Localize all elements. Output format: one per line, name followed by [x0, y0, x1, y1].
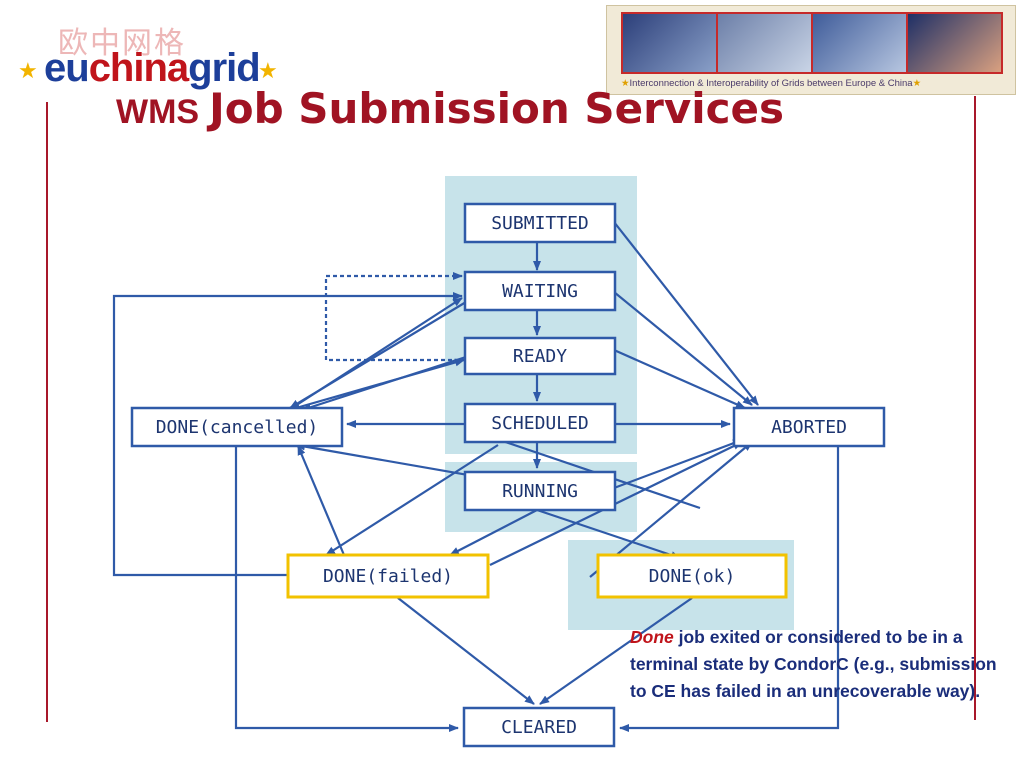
svg-text:CLEARED: CLEARED: [501, 717, 577, 738]
state-done-ok: DONE(ok): [596, 553, 788, 599]
note-term: Done: [630, 627, 674, 647]
svg-text:WAITING: WAITING: [502, 281, 578, 302]
state-running: RUNNING: [463, 470, 617, 512]
svg-text:DONE(ok): DONE(ok): [649, 566, 736, 587]
banner-photo: [813, 14, 908, 72]
done-state-note: Done job exited or considered to be in a…: [630, 624, 1002, 705]
star-icon: ★: [258, 58, 278, 83]
euchinagrid-logo: 欧中网格 ★ euchinagrid ★: [18, 14, 288, 94]
right-border-line: [974, 96, 976, 720]
transition-arrows: [112, 221, 840, 732]
banner-photo: [718, 14, 813, 72]
logo-wordmark: euchinagrid: [44, 46, 261, 90]
state-cleared: CLEARED: [462, 706, 616, 748]
state-done-cancelled: DONE(cancelled): [130, 406, 344, 448]
project-banner: ★Interconnection & Interoperability of G…: [606, 5, 1016, 95]
state-submitted: SUBMITTED: [463, 202, 617, 244]
state-scheduled: SCHEDULED: [463, 402, 617, 444]
star-icon: ★: [18, 58, 38, 83]
banner-photo: [908, 14, 1001, 72]
svg-text:RUNNING: RUNNING: [502, 481, 578, 502]
svg-text:DONE(cancelled): DONE(cancelled): [156, 417, 319, 438]
svg-text:READY: READY: [513, 346, 567, 367]
banner-photo-strip: [621, 12, 1003, 74]
note-text: job exited or considered to be in a term…: [630, 627, 997, 701]
svg-text:SUBMITTED: SUBMITTED: [491, 213, 589, 234]
svg-text:ABORTED: ABORTED: [771, 417, 847, 438]
state-done-failed: DONE(failed): [286, 553, 490, 599]
state-aborted: ABORTED: [732, 406, 886, 448]
svg-text:SCHEDULED: SCHEDULED: [491, 413, 589, 434]
banner-caption: ★Interconnection & Interoperability of G…: [621, 78, 922, 89]
state-waiting: WAITING: [463, 270, 617, 312]
svg-text:DONE(failed): DONE(failed): [323, 566, 453, 587]
banner-photo: [623, 14, 718, 72]
state-ready: READY: [463, 336, 617, 376]
left-border-line: [46, 102, 48, 722]
logo-chinese-text: 欧中网格: [58, 26, 186, 61]
